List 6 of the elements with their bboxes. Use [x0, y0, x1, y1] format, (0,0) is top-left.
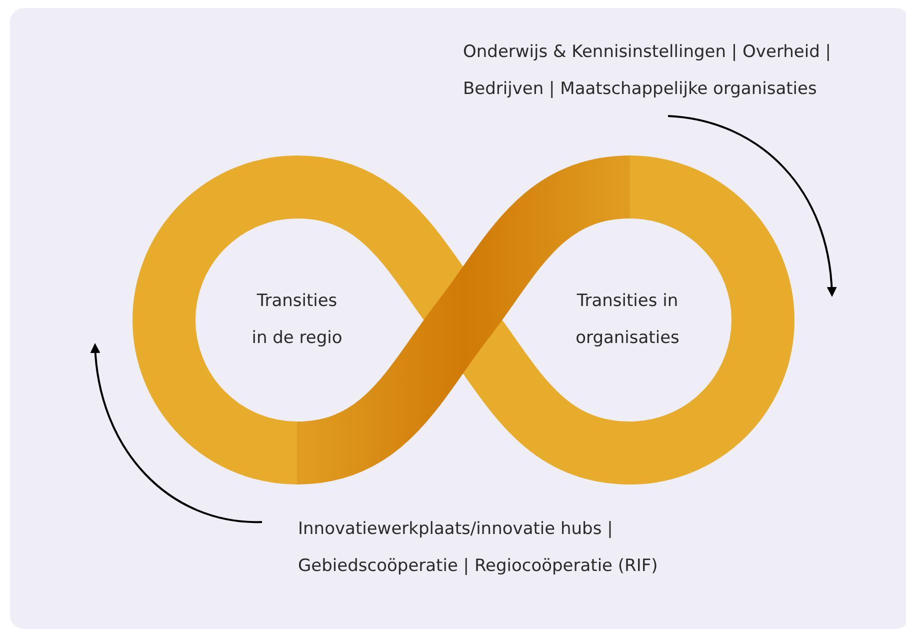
- loop-label: Transities in de regio: [250, 290, 344, 350]
- loop-label: Transities in organisaties: [574, 290, 680, 350]
- stakeholder-note: Onderwijs & Kennisinstellingen | Overheid | Bedrijven | Maatschappelijke organisaties: [463, 41, 832, 101]
- stakeholder-note: Innovatiewerkplaats/innovatie hubs | Gebiedscoöperatie | Regiocoöperatie (RIF): [298, 518, 659, 578]
- curved-arrow: [90, 343, 262, 523]
- curved-arrow: [668, 115, 836, 297]
